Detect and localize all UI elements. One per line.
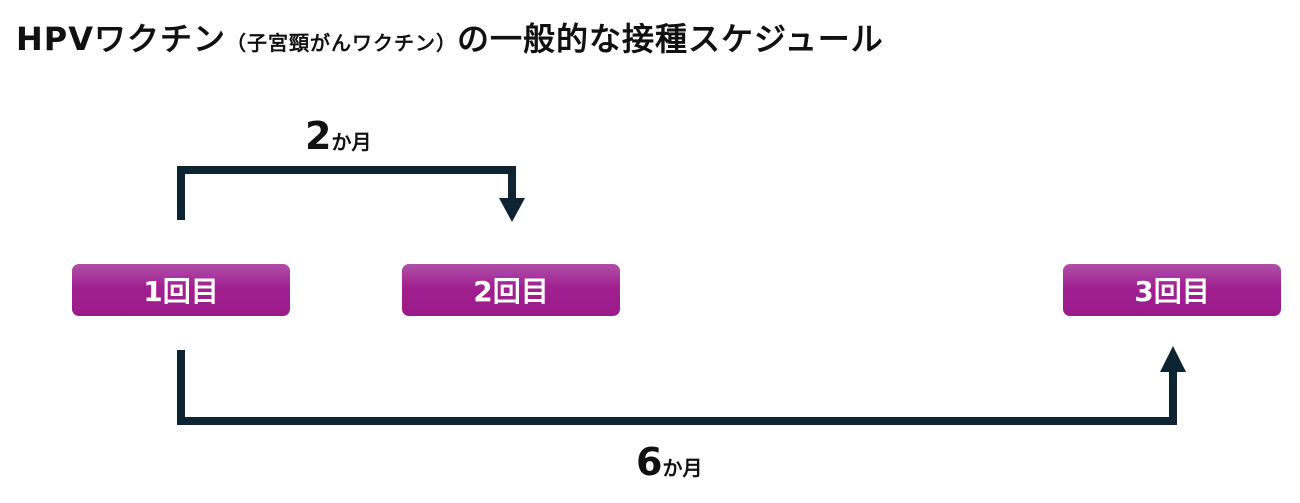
- arrow-head-down: [499, 198, 525, 222]
- dose-2-box: 2回目: [402, 264, 620, 316]
- title-main: HPVワクチン: [16, 20, 227, 58]
- interval-label-6-months: 6か月: [636, 440, 703, 484]
- title-sub: （子宮頸がんワクチン）: [226, 31, 458, 55]
- arrow-head-up: [1160, 346, 1186, 372]
- page-title: HPVワクチン（子宮頸がんワクチン）の一般的な接種スケジュール: [16, 14, 884, 60]
- title-suffix: の一般的な接種スケジュール: [457, 20, 884, 58]
- dose-1-box: 1回目: [72, 264, 290, 316]
- arrow-2-months: [177, 166, 516, 220]
- arrow-6-months: [177, 350, 1177, 425]
- dose-3-box: 3回目: [1063, 264, 1281, 316]
- interval-label-2-months: 2か月: [305, 114, 372, 158]
